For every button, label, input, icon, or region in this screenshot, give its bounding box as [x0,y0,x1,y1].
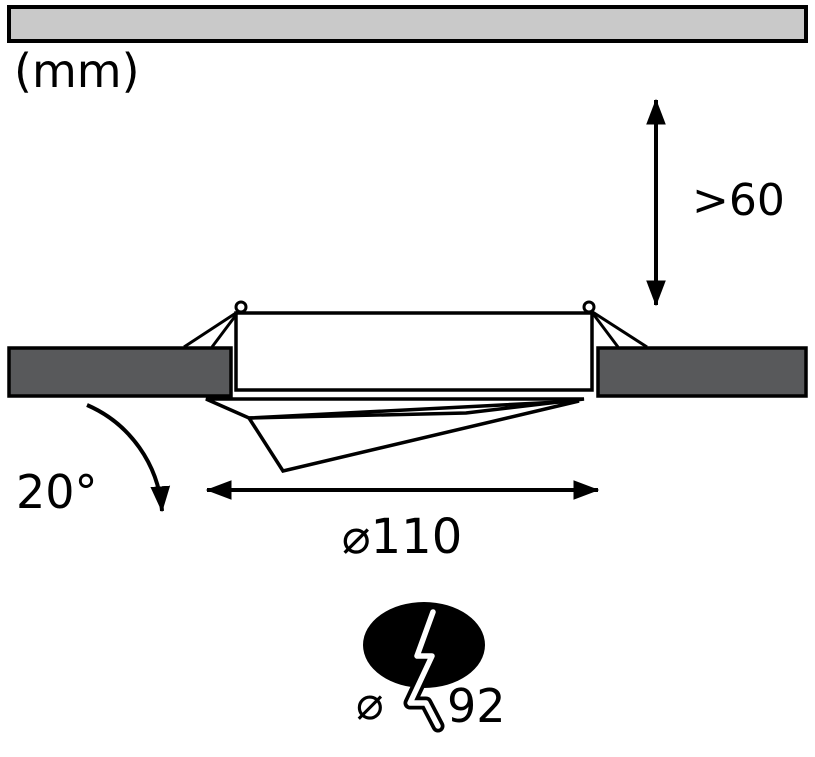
spring-clip-left-outer [183,309,240,349]
fixture-trim [205,397,585,420]
ceiling-panel [7,5,808,43]
fixture-diameter-label: ⌀110 [342,509,463,565]
lightning-bolt-icon [407,609,441,729]
unit-label: (mm) [14,44,140,98]
cutout-diameter-symbol: ⌀ [356,676,384,730]
spring-clip-right-outer [590,309,648,349]
spring-clip-pivot-left [234,300,248,314]
tilt-angle-label: 20° [16,465,98,519]
spring-clip-right-inner [589,310,620,348]
tilt-angle-arc [86,403,171,513]
cutout-diameter-value: 92 [447,679,506,733]
recess-depth-label: >60 [692,175,785,226]
fixture-housing [234,311,594,392]
spring-clip-pivot-right [582,300,596,314]
ceiling-section-right [596,346,808,398]
tilted-spot-edge [245,399,580,473]
ceiling-section-left [7,346,233,398]
